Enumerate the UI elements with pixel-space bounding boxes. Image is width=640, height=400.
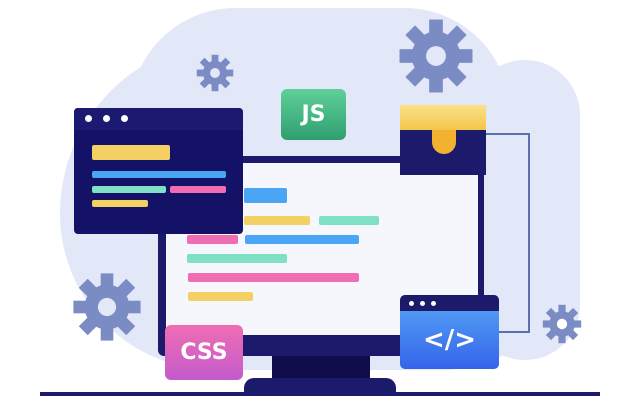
gear-icon <box>196 54 234 92</box>
package-lock <box>432 130 456 154</box>
code-line <box>92 171 226 178</box>
window-dot <box>103 115 110 122</box>
window-dot <box>431 301 436 306</box>
js-label: JS <box>301 102 326 127</box>
code-line <box>245 235 359 244</box>
code-line <box>92 186 166 193</box>
window-titlebar <box>400 295 499 311</box>
gear-icon <box>542 304 582 344</box>
code-window <box>74 108 243 234</box>
gear-icon <box>399 19 473 93</box>
monitor-neck <box>272 356 370 380</box>
code-line <box>92 200 148 207</box>
code-tag-icon: </> <box>400 313 499 367</box>
code-line <box>187 254 287 263</box>
css-label: CSS <box>180 340 228 365</box>
gear-icon <box>73 273 141 341</box>
connector-line <box>380 156 400 160</box>
package-box <box>400 105 486 175</box>
code-line <box>244 216 310 225</box>
code-line <box>188 273 359 282</box>
js-badge: JS <box>281 89 346 140</box>
code-line <box>244 188 287 203</box>
window-dot <box>409 301 414 306</box>
code-line <box>319 216 379 225</box>
window-dot <box>85 115 92 122</box>
code-tag-label: </> <box>422 325 477 355</box>
code-line <box>187 235 238 244</box>
code-line <box>188 292 253 301</box>
package-lid <box>400 105 486 130</box>
css-badge: CSS <box>165 325 243 380</box>
code-line <box>170 186 226 193</box>
code-line <box>92 145 170 160</box>
window-titlebar <box>74 108 243 130</box>
window-dot <box>121 115 128 122</box>
code-tag-window: </> <box>400 295 499 369</box>
monitor-stand <box>244 378 396 394</box>
connector-line <box>486 133 530 333</box>
window-dot <box>420 301 425 306</box>
ground-line <box>40 392 600 396</box>
